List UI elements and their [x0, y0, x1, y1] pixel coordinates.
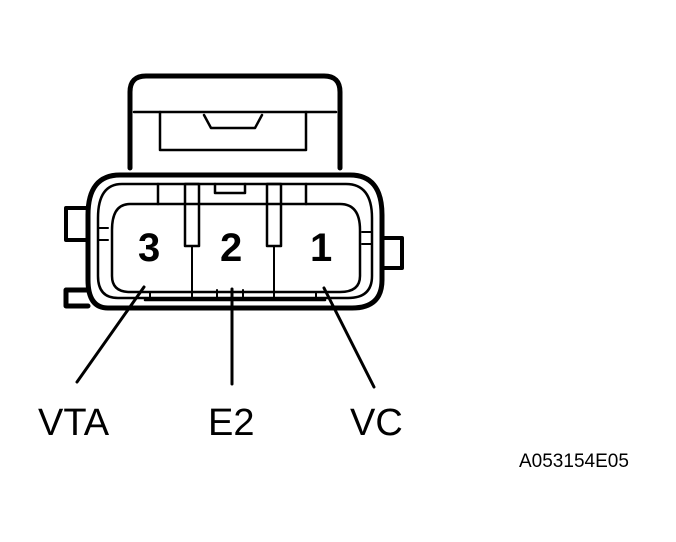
signal-label-e2: E2	[208, 402, 255, 444]
pin-number-2: 2	[220, 226, 243, 270]
figure-id: A053154E05	[519, 451, 629, 472]
left-tab	[64, 206, 90, 242]
pin-number-3: 3	[138, 226, 161, 270]
pin-cavity	[110, 202, 362, 294]
signal-label-vc: VC	[350, 402, 403, 444]
leader-line-vc	[322, 286, 376, 389]
signal-label-vta: VTA	[38, 402, 110, 444]
connector-outer-body	[85, 172, 385, 311]
leader-line-vta	[75, 285, 146, 384]
right-tab	[380, 236, 404, 270]
pin-number-1: 1	[310, 226, 333, 270]
latch-housing	[127, 73, 343, 171]
